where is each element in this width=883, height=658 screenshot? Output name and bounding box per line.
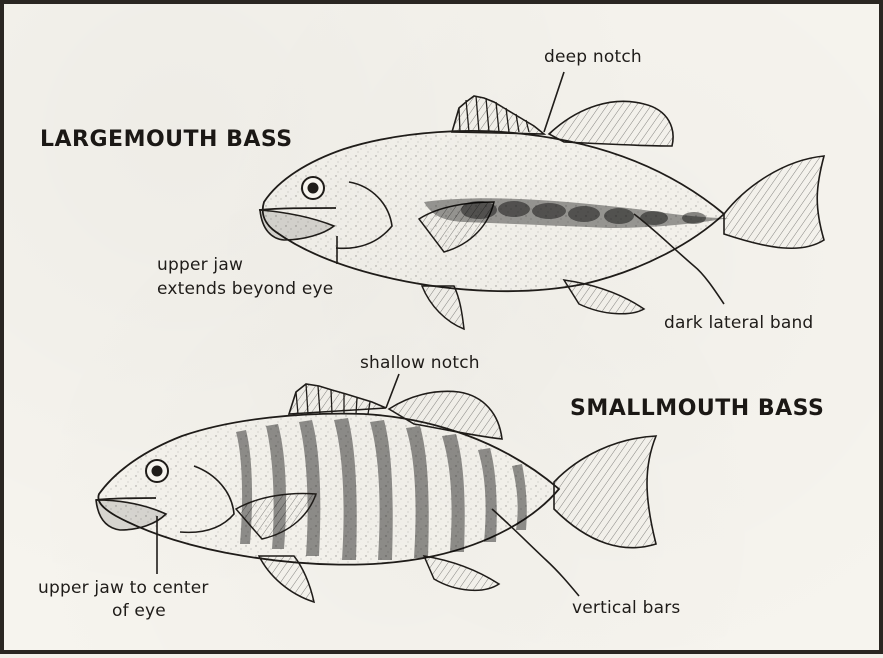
label-shallow-notch: shallow notch [360,354,480,374]
label-upper-jaw-largemouth-line2: extends beyond eye [157,280,333,300]
pointer-shallow-notch [386,374,399,408]
largemouth-pelvic-fin [422,286,464,329]
label-vertical-bars: vertical bars [572,599,680,619]
label-upper-jaw-largemouth-line1: upper jaw [157,256,243,276]
largemouth-title: LARGEMOUTH BASS [40,127,293,152]
smallmouth-anal-fin [424,556,499,590]
label-upper-jaw-smallmouth-line2: of eye [112,602,166,622]
largemouth-bass-drawing [259,72,824,329]
smallmouth-pupil [152,466,163,477]
label-deep-notch: deep notch [544,48,642,68]
largemouth-tail-fin [724,156,824,248]
smallmouth-spiny-dorsal-fin [289,384,386,414]
label-upper-jaw-smallmouth-line1: upper jaw to center [38,579,209,599]
smallmouth-title: SMALLMOUTH BASS [570,396,824,421]
largemouth-pupil [308,183,319,194]
smallmouth-tail-fin [554,436,656,548]
largemouth-anal-fin [564,280,644,314]
label-dark-lateral-band: dark lateral band [664,314,813,334]
largemouth-soft-dorsal-fin [549,101,673,146]
